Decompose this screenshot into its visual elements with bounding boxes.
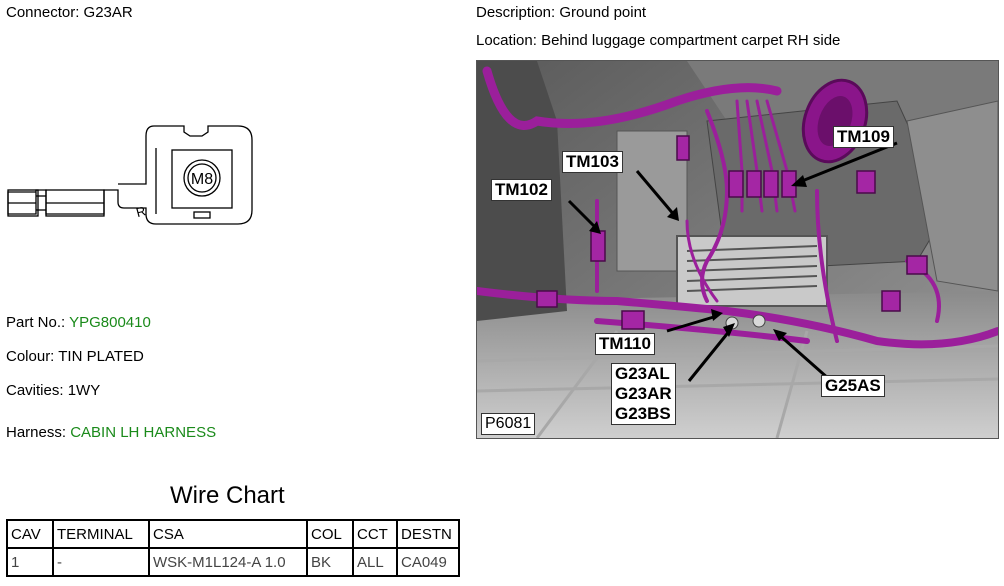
header-cav: CAV (6, 519, 54, 549)
photo-illustration (477, 61, 998, 438)
callout-tm109: TM109 (833, 126, 894, 148)
callout-tm102: TM102 (491, 179, 552, 201)
part-no-label: Part No.: (6, 314, 66, 331)
header-terminal: TERMINAL (52, 519, 150, 549)
wire-chart-table: CAV TERMINAL CSA COL CCT DESTN 1 - WSK-M… (6, 519, 460, 577)
stud-label: M8 (191, 171, 213, 188)
description-value: Ground point (559, 4, 647, 21)
callout-tm103: TM103 (562, 151, 623, 173)
cell-terminal: - (52, 547, 150, 577)
cavities-value: 1WY (67, 382, 101, 399)
cell-destn: CA049 (396, 547, 460, 577)
wire-chart-header-row: CAV TERMINAL CSA COL CCT DESTN (6, 519, 460, 549)
harness-link[interactable]: CABIN LH HARNESS (70, 424, 217, 441)
part-no-line: Part No.: YPG800410 (6, 314, 151, 331)
table-row: 1 - WSK-M1L124-A 1.0 BK ALL CA049 (6, 547, 460, 577)
wire-chart-title: Wire Chart (170, 482, 285, 509)
description-line: Description: Ground point (476, 4, 646, 21)
location-label: Location: (476, 32, 537, 49)
header-csa: CSA (148, 519, 308, 549)
callout-g23ar: G23AR (615, 384, 672, 403)
connector-value: G23AR (83, 4, 133, 21)
callout-g23bs: G23BS (615, 404, 671, 423)
connector-label: Connector: (6, 4, 80, 21)
harness-line: Harness: CABIN LH HARNESS (6, 424, 216, 441)
cavities-line: Cavities: 1WY (6, 382, 100, 399)
description-label: Description: (476, 4, 556, 21)
part-no-link[interactable]: YPG800410 (69, 314, 151, 331)
location-photo: TM109 TM103 TM102 TM110 G23AL G23AR G23B… (476, 60, 999, 439)
header-cct: CCT (352, 519, 398, 549)
colour-line: Colour: TIN PLATED (6, 348, 144, 365)
callout-g23al: G23AL (615, 364, 670, 383)
colour-label: Colour: (6, 348, 55, 365)
cavities-label: Cavities: (6, 382, 64, 399)
cell-cct: ALL (352, 547, 398, 577)
location-value: Behind luggage compartment carpet RH sid… (541, 32, 841, 49)
harness-label: Harness: (6, 424, 67, 441)
header-destn: DESTN (396, 519, 460, 549)
connector-line: Connector: G23AR (6, 4, 133, 21)
callout-ground-group: G23AL G23AR G23BS (611, 363, 676, 425)
cell-csa: WSK-M1L124-A 1.0 (148, 547, 308, 577)
location-line: Location: Behind luggage compartment car… (476, 32, 840, 49)
callout-g25as: G25AS (821, 375, 885, 397)
cell-cav: 1 (6, 547, 54, 577)
photo-code: P6081 (481, 413, 536, 435)
connector-terminal-drawing: M8 R (7, 125, 253, 225)
header-col: COL (306, 519, 354, 549)
colour-value: TIN PLATED (58, 348, 144, 365)
side-mark: R (134, 203, 147, 220)
callout-tm110: TM110 (595, 333, 655, 355)
cell-col: BK (306, 547, 354, 577)
